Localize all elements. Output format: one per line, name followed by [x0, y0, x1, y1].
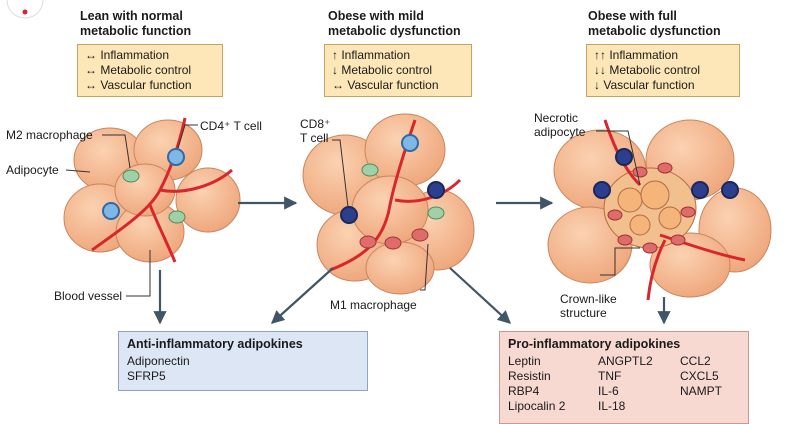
m1-macrophage-icon: [384, 236, 402, 250]
adipokine-item: IL-18: [598, 399, 626, 413]
m1-macrophage-icon: [680, 206, 696, 218]
adipocyte-label: Adipocyte: [6, 163, 59, 177]
cd4-t-cell-icon: [102, 202, 120, 220]
corner-mark-icon: [6, 0, 44, 19]
cd8-t-cell-icon: [691, 181, 709, 199]
m1-macrophage-icon: [642, 242, 658, 254]
adipokine-item: IL-6: [598, 384, 619, 398]
flow-arrows: [153, 196, 671, 325]
adipokine-item: RBP4: [508, 384, 540, 398]
cd4-t-cell-label: CD4⁺ T cell: [200, 119, 262, 133]
m1-macrophage-icon: [411, 228, 429, 242]
m2-macrophage-label: M2 macrophage: [6, 128, 93, 142]
adipokine-item: CCL2: [680, 354, 711, 368]
m2-macrophage-icon: [427, 206, 445, 220]
adipokine-item: ANGPTL2: [598, 354, 653, 368]
crown-like-structure-label: Crown-like structure: [560, 292, 617, 320]
stage-mild-status-box: ↑ Inflammation ↓ Metabolic control ↔ Vas…: [324, 44, 472, 97]
adipokine-item: Leptin: [508, 354, 541, 368]
pro-inflammatory-title: Pro-inflammatory adipokines: [508, 337, 681, 351]
cd4-t-cell-icon: [401, 134, 419, 152]
status-vascular-function: ↔ Vascular function: [85, 78, 192, 92]
m2-macrophage-icon: [168, 210, 186, 224]
adipokine-item: TNF: [598, 369, 622, 383]
stage-lean-title: Lean with normal metabolic function: [80, 9, 192, 38]
cd4-t-cell-icon: [167, 148, 185, 166]
blood-vessel-label: Blood vessel: [54, 289, 123, 303]
status-metabolic-control: ↓↓ Metabolic control: [594, 63, 701, 77]
m1-macrophage-label: M1 macrophage: [330, 298, 417, 312]
lean-adipose-cluster: [63, 117, 241, 263]
cd8-t-cell-icon: [721, 181, 739, 199]
pro-inflammatory-list: Leptin ANGPTL2 CCL2 Resistin TNF CXCL5 R…: [508, 354, 740, 414]
cd8-t-cell-icon: [427, 181, 445, 199]
cd8-t-cell-icon: [593, 181, 611, 199]
status-vascular-function: ↓ Vascular function: [594, 78, 695, 92]
anti-inflammatory-adipokines-box: Anti-inflammatory adipokines Adiponectin…: [118, 331, 368, 391]
stage-full-status-box: ↑↑ Inflammation ↓↓ Metabolic control ↓ V…: [586, 44, 740, 97]
adipokine-item: SFRP5: [127, 369, 166, 383]
status-inflammation: ↑ Inflammation: [332, 48, 411, 62]
adipokine-item: [680, 399, 740, 414]
m1-macrophage-icon: [617, 234, 633, 246]
adipokine-item: Resistin: [508, 369, 551, 383]
m1-macrophage-icon: [359, 235, 377, 249]
status-inflammation: ↑↑ Inflammation: [594, 48, 679, 62]
adipokine-item: CXCL5: [680, 369, 719, 383]
status-metabolic-control: ↔ Metabolic control: [85, 63, 192, 77]
status-metabolic-control: ↓ Metabolic control: [332, 63, 433, 77]
m1-macrophage-icon: [670, 234, 686, 246]
m2-macrophage-icon: [122, 169, 140, 183]
adipokine-item: NAMPT: [680, 384, 722, 398]
stage-mild-title: Obese with mild metabolic dysfunction: [328, 9, 461, 38]
anti-inflammatory-title: Anti-inflammatory adipokines: [127, 337, 303, 351]
necrotic-adipocyte-label: Necrotic adipocyte: [534, 111, 586, 139]
m1-macrophage-icon: [657, 162, 673, 174]
stage-full-title: Obese with full metabolic dysfunction: [588, 9, 721, 38]
stage-lean-status-box: ↔ Inflammation ↔ Metabolic control ↔ Vas…: [77, 44, 223, 97]
full-obese-adipose-cluster: [547, 119, 772, 301]
m1-macrophage-icon: [632, 166, 648, 178]
status-inflammation: ↔ Inflammation: [85, 48, 170, 62]
mild-obese-adipose-cluster: [302, 113, 475, 295]
pro-inflammatory-adipokines-box: Pro-inflammatory adipokines Leptin ANGPT…: [499, 331, 749, 424]
status-vascular-function: ↔ Vascular function: [332, 78, 439, 92]
cd8-t-cell-icon: [615, 148, 633, 166]
cd8-t-cell-label: CD8⁺ T cell: [300, 117, 331, 145]
adipokine-item: Adiponectin: [127, 354, 190, 368]
m2-macrophage-icon: [361, 163, 379, 177]
cd8-t-cell-icon: [340, 206, 358, 224]
adipokine-item: Lipocalin 2: [508, 399, 566, 413]
leader-lines: [65, 124, 641, 297]
m1-macrophage-icon: [607, 209, 623, 221]
